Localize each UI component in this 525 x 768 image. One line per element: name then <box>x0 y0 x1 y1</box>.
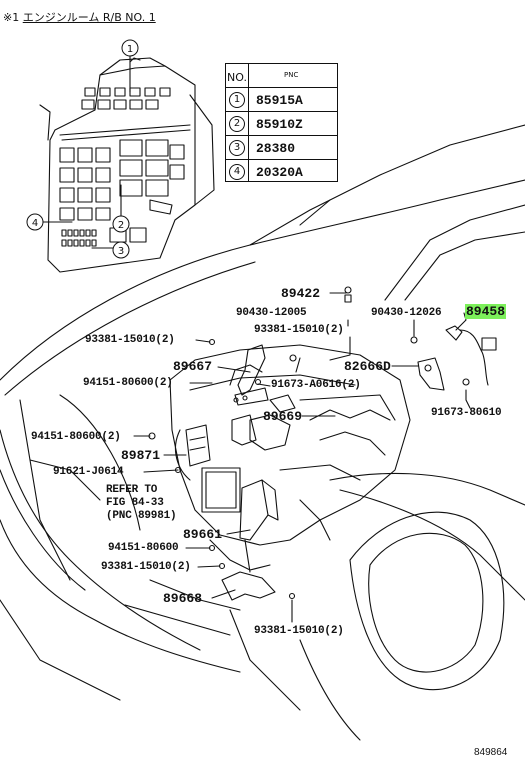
part-label-89871[interactable]: 89871 <box>121 448 161 463</box>
part-label-91673-a0616[interactable]: 91673-A0616(2) <box>271 379 361 391</box>
row-no: 3 <box>229 140 245 156</box>
table-row: 2 85910Z <box>226 111 337 135</box>
part-label-89458[interactable]: 89458 <box>465 304 507 319</box>
diagram-header: ※1 エンジンルーム R/B NO. 1 <box>3 9 156 25</box>
row-no: 2 <box>229 116 245 132</box>
pnc-legend-table: NO. PNC 1 85915A 2 85910Z 3 28380 4 2032… <box>225 63 338 182</box>
refer-to-line-3: (PNC 89981) <box>106 510 177 522</box>
vehicle-outline <box>0 124 525 741</box>
part-label-89661[interactable]: 89661 <box>183 527 223 542</box>
part-label-89669[interactable]: 89669 <box>263 409 303 424</box>
refer-to-line-2[interactable]: FIG 84-33 <box>106 497 164 509</box>
col-pnc-header: PNC <box>284 71 299 79</box>
col-no-header: NO. <box>227 71 247 84</box>
part-label-94151-80600[interactable]: 94151-80600 <box>108 542 179 554</box>
part-label-90430-12026[interactable]: 90430-12026 <box>371 307 442 319</box>
callout-1: 1 <box>127 44 133 55</box>
table-header: NO. PNC <box>226 64 337 87</box>
table-row: 1 85915A <box>226 87 337 111</box>
part-label-89422[interactable]: 89422 <box>281 286 321 301</box>
part-label-93381-15010[interactable]: 93381-15010(2) <box>101 561 191 573</box>
part-label-91673-80610[interactable]: 91673-80610 <box>431 407 502 419</box>
part-label-90430-12005[interactable]: 90430-12005 <box>236 307 307 319</box>
callout-2: 2 <box>118 220 124 231</box>
row-pnc[interactable]: 85910Z <box>256 117 303 132</box>
part-label-89668[interactable]: 89668 <box>163 591 203 606</box>
callout-3: 3 <box>118 246 124 257</box>
part-label-82666d[interactable]: 82666D <box>344 359 391 374</box>
row-pnc[interactable]: 85915A <box>256 93 303 108</box>
row-no: 1 <box>229 92 245 108</box>
table-row: 4 20320A <box>226 159 337 183</box>
part-label-89667[interactable]: 89667 <box>173 359 213 374</box>
part-label-94151-80600[interactable]: 94151-80600(2) <box>83 377 173 389</box>
header-marker: ※1 <box>3 11 20 24</box>
row-no: 4 <box>229 164 245 180</box>
part-label-91621-j0614[interactable]: 91621-J0614 <box>53 466 124 478</box>
leader-lines <box>133 292 471 623</box>
part-label-93381-15010[interactable]: 93381-15010(2) <box>85 334 175 346</box>
callout-4: 4 <box>32 218 38 229</box>
illustration-code: 849864 <box>474 747 508 758</box>
table-row: 3 28380 <box>226 135 337 159</box>
callout-circles: 1 4 2 3 <box>26 39 139 259</box>
row-pnc[interactable]: 28380 <box>256 141 296 156</box>
part-label-93381-15010[interactable]: 93381-15010(2) <box>254 324 344 336</box>
part-label-93381-15010[interactable]: 93381-15010(2) <box>254 625 344 637</box>
refer-to-line-1: REFER TO <box>106 484 158 496</box>
row-pnc[interactable]: 20320A <box>256 165 303 180</box>
header-title: エンジンルーム R/B NO. 1 <box>22 11 156 24</box>
part-label-94151-80600[interactable]: 94151-80600(2) <box>31 431 121 443</box>
relay-block-drawing <box>39 55 215 273</box>
